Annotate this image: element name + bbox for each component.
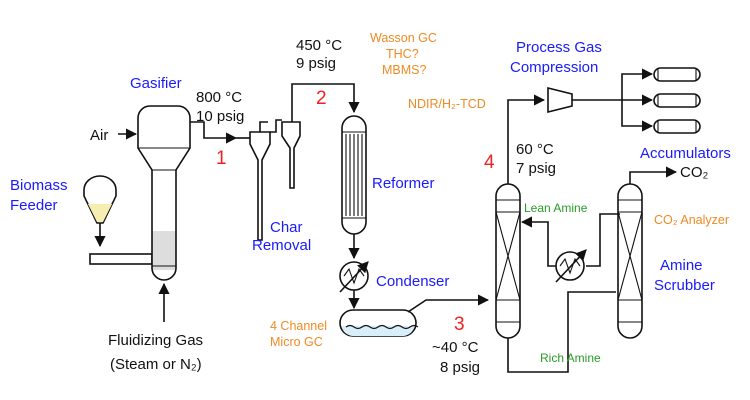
fluidizing-gas-label-2: (Steam or N₂) xyxy=(110,356,202,373)
micro-gc-label-1: 4 Channel xyxy=(270,319,327,333)
reformer-label: Reformer xyxy=(372,175,435,192)
gasifier-label: Gasifier xyxy=(130,75,182,92)
rich-amine-label: Rich Amine xyxy=(540,351,601,365)
analyzer-label-1: Wasson GC xyxy=(370,31,437,45)
air-label: Air xyxy=(90,127,108,144)
reformer-inlet-pressure: 9 psig xyxy=(296,55,336,72)
gasifier-vessel xyxy=(137,105,191,281)
amine-scrubber-column xyxy=(617,183,643,339)
process-gas-compression-label-1: Process Gas xyxy=(516,39,602,56)
condenser-outlet-pressure: 8 psig xyxy=(440,359,480,376)
char-removal-cyclones xyxy=(236,83,360,241)
biomass-feeder-label-2: Feeder xyxy=(10,197,58,214)
sample-point-1: 1 xyxy=(216,148,227,169)
sample-point-2: 2 xyxy=(316,88,327,109)
fluidizing-gas-label-1: Fluidizing Gas xyxy=(108,332,203,349)
sample-point-3: 3 xyxy=(454,314,465,335)
absorber-column xyxy=(495,183,521,339)
process-gas-compression-label-2: Compression xyxy=(510,59,598,76)
char-removal-label-2: Removal xyxy=(252,237,311,254)
amine-scrubber-label-2: Scrubber xyxy=(654,277,715,294)
analyzer-label-2: THC? xyxy=(386,47,419,61)
biomass-feeder xyxy=(83,175,117,248)
accumulator-tanks xyxy=(653,67,701,134)
analyzer-label-3: MBMS? xyxy=(382,63,427,77)
micro-gc-label-2: Micro GC xyxy=(270,335,323,349)
condenser-label: Condenser xyxy=(376,273,449,290)
reformer-vessel xyxy=(341,115,367,235)
reformer-inlet-temperature: 450 °C xyxy=(296,37,342,54)
ndir-analyzer-label: NDIR/H₂-TCD xyxy=(408,97,486,111)
condenser-outlet-temperature: ~40 °C xyxy=(432,339,479,356)
biomass-fill xyxy=(88,204,112,222)
gasifier-temperature: 800 °C xyxy=(196,89,242,106)
knockout-drum xyxy=(339,309,419,337)
absorber-outlet-pressure: 7 psig xyxy=(516,160,556,177)
amine-loop xyxy=(507,213,620,373)
accumulators-label: Accumulators xyxy=(640,145,731,162)
biomass-feeder-label-1: Biomass xyxy=(10,177,68,194)
co2-outlet-label: CO₂ xyxy=(680,164,709,181)
char-removal-label-1: Char xyxy=(270,219,303,236)
gas-compressor xyxy=(547,86,573,114)
lean-amine-label: Lean Amine xyxy=(524,201,588,215)
absorber-outlet-temperature: 60 °C xyxy=(516,141,554,158)
amine-scrubber-label-1: Amine xyxy=(660,257,703,274)
co2-analyzer-label: CO₂ Analyzer xyxy=(654,213,729,227)
gasifier-pressure: 10 psig xyxy=(196,108,244,125)
condenser-exchanger xyxy=(339,261,369,293)
screw-feed-line xyxy=(89,253,153,265)
sample-point-4: 4 xyxy=(484,152,495,173)
